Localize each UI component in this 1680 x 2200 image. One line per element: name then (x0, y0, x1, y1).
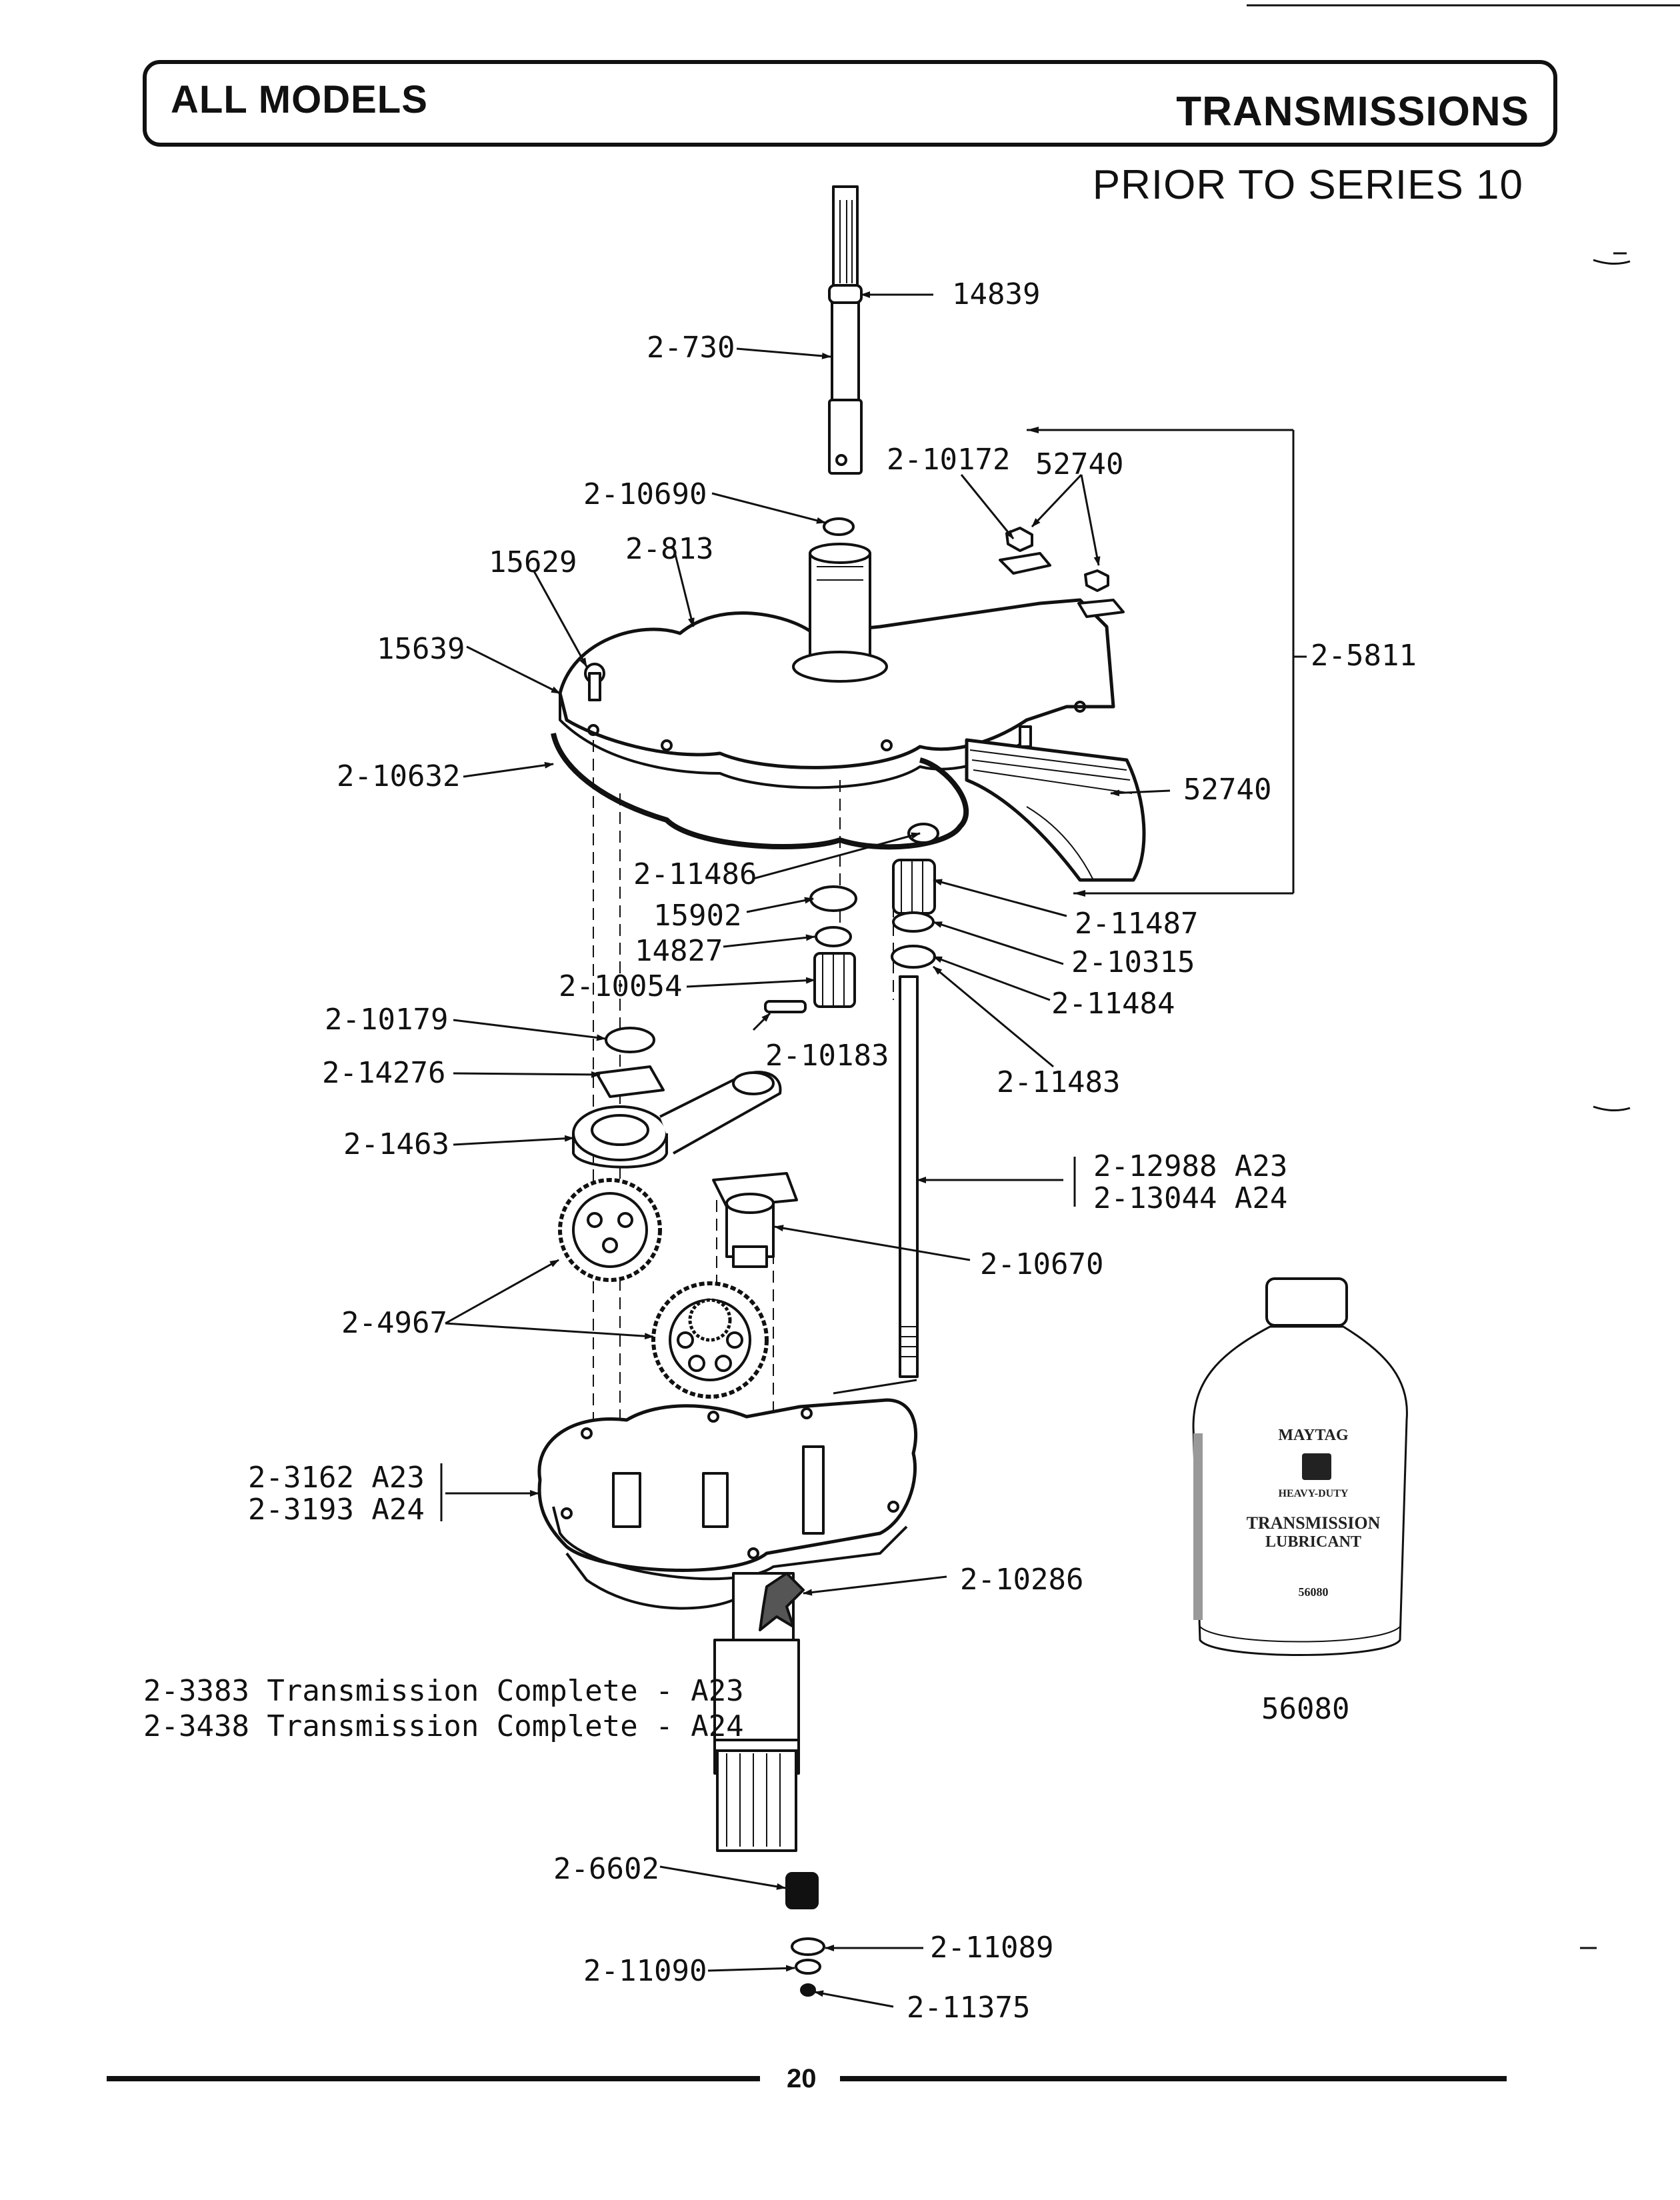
screw-part (800, 1983, 816, 1997)
callout-2-1463: 2-1463 (343, 1127, 449, 1161)
callout-2-10315: 2-10315 (1071, 945, 1195, 979)
washer-part (605, 1027, 655, 1053)
callout-15902: 15902 (653, 899, 742, 933)
pinion-stack (891, 823, 939, 969)
transmission-case-part (537, 1398, 918, 1610)
callout-2-12988: 2-12988 A23 (1093, 1149, 1288, 1183)
maytag-logo-icon (1302, 1453, 1331, 1480)
callout-2-14276: 2-14276 (322, 1056, 446, 1090)
callout-2-11487: 2-11487 (1075, 907, 1199, 941)
note-transmission-a23: 2-3383 Transmission Complete - A23 (143, 1674, 744, 1708)
callout-2-10690: 2-10690 (583, 477, 707, 511)
sector-gear-part (712, 1172, 798, 1268)
ring-part (823, 517, 855, 536)
lubricant-bottle (1192, 1277, 1408, 1656)
gasket-part (551, 733, 969, 850)
header-models-label: ALL MODELS (171, 78, 428, 121)
plate-part (595, 1065, 665, 1098)
callout-14827: 14827 (635, 934, 723, 968)
header-banner: ALL MODELS TRANSMISSIONS (143, 60, 1557, 147)
callout-52740-side: 52740 (1183, 773, 1272, 807)
callout-2-11484: 2-11484 (1051, 987, 1175, 1021)
drive-gears-part (558, 1178, 769, 1399)
weight-stack-part (965, 725, 1146, 882)
callout-2-730: 2-730 (647, 331, 735, 365)
callout-2-5811: 2-5811 (1311, 639, 1417, 673)
callout-2-11483: 2-11483 (997, 1065, 1121, 1099)
callout-2-11090: 2-11090 (583, 1954, 707, 1988)
shaft-top-part (828, 185, 863, 475)
callout-2-4967: 2-4967 (341, 1306, 447, 1340)
bottle-product-line1: TRANSMISSION (1246, 1513, 1381, 1533)
transmission-cover-part (558, 543, 1115, 789)
callout-14839: 14839 (952, 277, 1041, 311)
callout-2-6602: 2-6602 (553, 1852, 659, 1886)
callout-56080: 56080 (1261, 1692, 1350, 1726)
long-shaft-part (899, 975, 919, 1378)
callout-2-3162: 2-3162 A23 (248, 1461, 425, 1495)
callout-2-813: 2-813 (625, 532, 714, 566)
note-transmission-a24: 2-3438 Transmission Complete - A24 (143, 1709, 744, 1743)
callout-15639: 15639 (377, 632, 465, 666)
bottle-brand: MAYTAG (1278, 1427, 1349, 1444)
bottle-product-line2: LUBRICANT (1265, 1533, 1362, 1551)
callout-52740-top: 52740 (1035, 447, 1124, 481)
washer-part (791, 1937, 825, 1956)
callout-2-10670: 2-10670 (980, 1247, 1104, 1281)
small-gear-stack (764, 885, 857, 1013)
callout-2-13044: 2-13044 A24 (1093, 1181, 1288, 1215)
callout-2-11486: 2-11486 (633, 857, 757, 891)
callout-2-10183: 2-10183 (765, 1039, 889, 1073)
crank-arm-part (572, 1071, 782, 1169)
callout-2-3193: 2-3193 A24 (248, 1493, 425, 1527)
callout-2-11375: 2-11375 (907, 1991, 1031, 2025)
callout-2-10286: 2-10286 (960, 1563, 1084, 1597)
callout-15629: 15629 (489, 545, 577, 579)
bottle-tagline: HEAVY-DUTY (1278, 1488, 1349, 1499)
washer-part (795, 1959, 821, 1975)
callout-2-11089: 2-11089 (930, 1931, 1054, 1965)
callout-2-10054: 2-10054 (559, 969, 683, 1003)
callout-2-10172: 2-10172 (887, 443, 1011, 477)
lower-shaft-part (713, 1572, 805, 1852)
callout-2-10179: 2-10179 (325, 1003, 449, 1037)
bearing-part (785, 1872, 819, 1909)
bottle-part-number: 56080 (1298, 1585, 1329, 1599)
header-subtitle: PRIOR TO SERIES 10 (1092, 162, 1523, 208)
page-number: 20 (787, 2064, 817, 2093)
header-section-title: TRANSMISSIONS (1176, 89, 1529, 135)
callout-2-10632: 2-10632 (337, 759, 461, 793)
